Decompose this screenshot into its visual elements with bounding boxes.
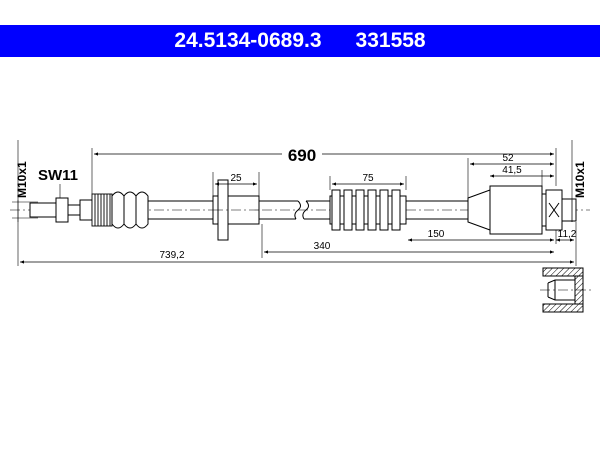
left-fitting — [29, 197, 93, 223]
dimension-lines — [20, 152, 574, 264]
thread-left-label: M10x1 — [15, 161, 29, 198]
knurled-crimp — [91, 193, 113, 227]
dim-52: 52 — [502, 153, 514, 164]
dim-739-2: 739,2 — [159, 250, 184, 261]
thread-right-label: M10x1 — [573, 161, 587, 198]
part-number: 24.5134-0689.3 — [174, 29, 322, 52]
bracket-clip — [212, 179, 260, 241]
dim-41-5: 41,5 — [502, 165, 522, 176]
right-thread-dimension: M10x1 — [571, 140, 587, 222]
reference-number: 331558 — [355, 29, 426, 52]
extension-lines — [17, 148, 577, 266]
title-bar: 24.5134-0689.3 331558 — [0, 25, 600, 57]
dim-75: 75 — [362, 173, 374, 184]
protective-sleeve — [329, 189, 407, 231]
dim-11-2: 11,2 — [558, 229, 577, 240]
dim-340: 340 — [314, 241, 331, 252]
section-detail — [540, 267, 592, 313]
dim-690: 690 — [288, 146, 316, 165]
dim-150: 150 — [428, 229, 445, 240]
right-fitting — [467, 185, 577, 235]
ferrule — [111, 191, 149, 229]
left-thread-dimension: M10x1 — [12, 140, 38, 222]
dimension-labels: 690 739,2 25 75 52 41,5 340 150 11,2 — [159, 144, 577, 261]
dim-25: 25 — [230, 173, 242, 184]
wrench-size-label: SW11 — [38, 167, 78, 184]
